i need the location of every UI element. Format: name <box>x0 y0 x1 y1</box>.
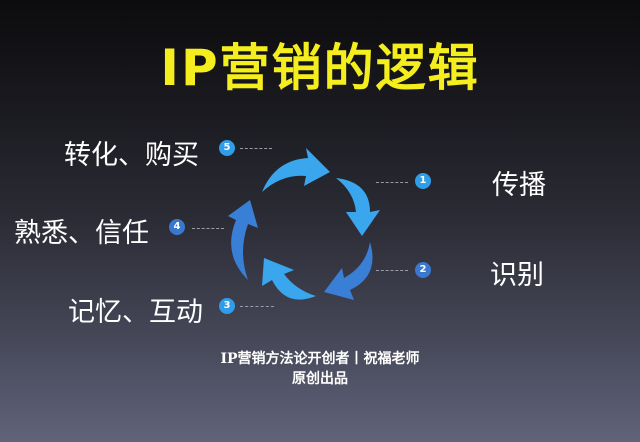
step-label-2: 识别 <box>490 260 544 291</box>
circular-arrows-icon <box>228 148 380 300</box>
step-badge-2: 2 <box>415 262 431 278</box>
step-label-3: 记忆、互动 <box>68 297 203 328</box>
footer-line-1: IP营销方法论开创者丨祝福老师 <box>220 351 420 367</box>
connector-3 <box>240 306 274 307</box>
step-label-4: 熟悉、信任 <box>14 218 149 249</box>
step-label-5: 转化、购买 <box>64 140 199 171</box>
step-badge-1: 1 <box>415 173 431 189</box>
footer-line-2: 原创出品 <box>292 371 348 387</box>
step-badge-3: 3 <box>219 298 235 314</box>
diagram-title: IP营销的逻辑 <box>160 39 480 97</box>
connector-1 <box>376 182 408 183</box>
footer-credit: IP营销方法论开创者丨祝福老师 原创出品 <box>0 349 640 389</box>
connector-2 <box>376 270 408 271</box>
connector-4 <box>192 228 224 229</box>
step-label-1: 传播 <box>492 170 546 201</box>
step-badge-5: 5 <box>219 140 235 156</box>
step-badge-4: 4 <box>169 219 185 235</box>
connector-5 <box>240 148 272 149</box>
